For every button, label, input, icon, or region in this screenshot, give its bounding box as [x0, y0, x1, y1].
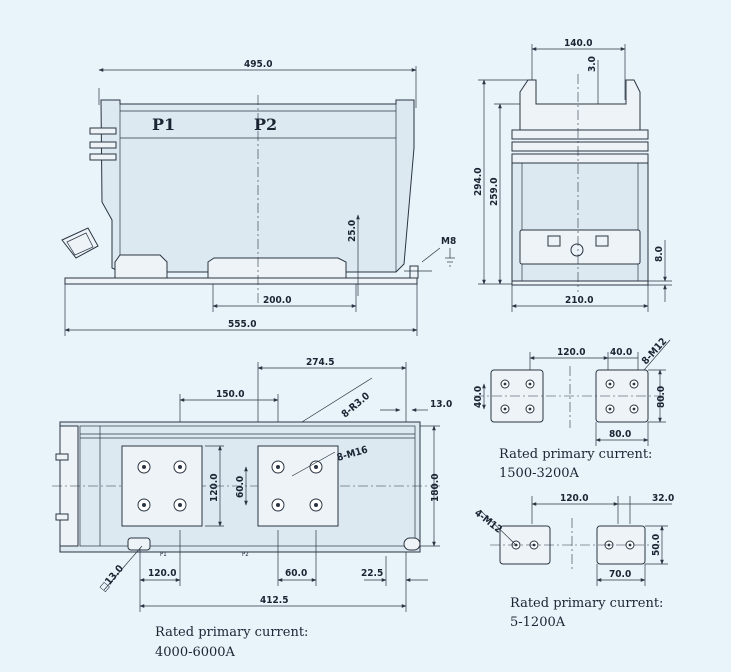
detail-a-dim-left: 40.0: [473, 386, 484, 408]
p2-holes: [271, 460, 323, 512]
busbar-plate-p1: [121, 445, 203, 527]
caption-4000-line2: 4000-6000A: [155, 645, 236, 660]
transformer-body: [100, 99, 415, 273]
detail-a-dim-spacing: 120.0: [557, 347, 585, 358]
dim-inner-pitch: 60.0: [235, 476, 246, 498]
side-base-plate: [511, 280, 649, 286]
mount-hole-callout: □13.0: [98, 563, 126, 594]
detail-b-dim-height: 50.0: [651, 534, 662, 556]
dim-base-width: 555.0: [228, 319, 256, 330]
front-base-plate: [64, 277, 418, 285]
detail-a-dim-height: 80.0: [656, 386, 667, 408]
p1-holes: [137, 460, 187, 512]
dim-foot-height: 25.0: [347, 220, 358, 242]
detail-a-dim-hole-pitch: 40.0: [610, 347, 632, 358]
dim-plate-height: 120.0: [209, 474, 220, 502]
dim-foot-span: 200.0: [263, 295, 291, 306]
dim-total-width: 495.0: [244, 59, 272, 70]
front-mount-lug: [61, 227, 99, 259]
caption-5-line2: 5-1200A: [510, 615, 566, 630]
dim-inner-height: 259.0: [489, 178, 500, 206]
detail-a-bolts: 8-M12: [640, 336, 669, 367]
caption-1500-line2: 1500-3200A: [499, 466, 580, 481]
dim-half-length: 274.5: [306, 357, 334, 368]
dim-mount-span: 412.5: [260, 595, 288, 606]
detail-b-bolts: 4-M12: [472, 508, 504, 536]
caption-4000-line1: Rated primary current:: [155, 625, 308, 640]
dim-pitch-60: 60.0: [285, 568, 307, 579]
top-view: 274.5 150.0 8-R3.0 13.0: [52, 357, 452, 660]
dim-top-step: 3.0: [587, 56, 598, 72]
detail-b-dim-spacing: 120.0: [560, 493, 588, 504]
dim-right-offset: 22.5: [361, 568, 383, 579]
busbar-plate-p2: [257, 445, 339, 527]
front-foot-center: [207, 257, 347, 281]
caption-5-line1: Rated primary current:: [510, 596, 663, 611]
caption-1500-line1: Rated primary current:: [499, 447, 652, 462]
dim-depth: 180.0: [430, 474, 441, 502]
detail-b-plate-left: [499, 525, 551, 565]
dim-edge: 13.0: [430, 399, 452, 410]
front-terminal-post: [89, 127, 117, 135]
dim-total-height: 294.0: [473, 168, 484, 196]
front-view: 495.0 M8 P1 P2 25.0: [61, 59, 456, 336]
dim-top-width: 140.0: [564, 38, 592, 49]
side-view: 140.0 3.0 294.0 259.0 8.0: [473, 38, 672, 312]
detail-a-dim-width: 80.0: [609, 429, 631, 440]
dim-side-base-width: 210.0: [565, 295, 593, 306]
ground-bolt-label: M8: [441, 236, 456, 247]
side-top-terminal: [519, 79, 641, 131]
mark-p1: P1: [160, 551, 167, 558]
detail-b: 120.0 32.0 4-M12 50.0 70.0 Rated primary…: [472, 493, 674, 630]
terminal-p2-label: P2: [254, 115, 277, 134]
dim-hole-pitch: 150.0: [216, 389, 244, 400]
front-foot-left: [114, 254, 168, 281]
mark-p2: P2: [242, 551, 249, 558]
terminal-p1-label: P1: [152, 115, 175, 134]
detail-b-dim-hole-pitch: 32.0: [652, 493, 674, 504]
detail-a: 120.0 40.0 8-M12 40.0 80.0 80.0 Rated pr…: [473, 336, 671, 481]
detail-b-dim-width: 70.0: [609, 569, 631, 580]
dim-left-offset: 120.0: [148, 568, 176, 579]
top-body: [59, 421, 421, 553]
dim-base-thickness: 8.0: [654, 246, 665, 262]
